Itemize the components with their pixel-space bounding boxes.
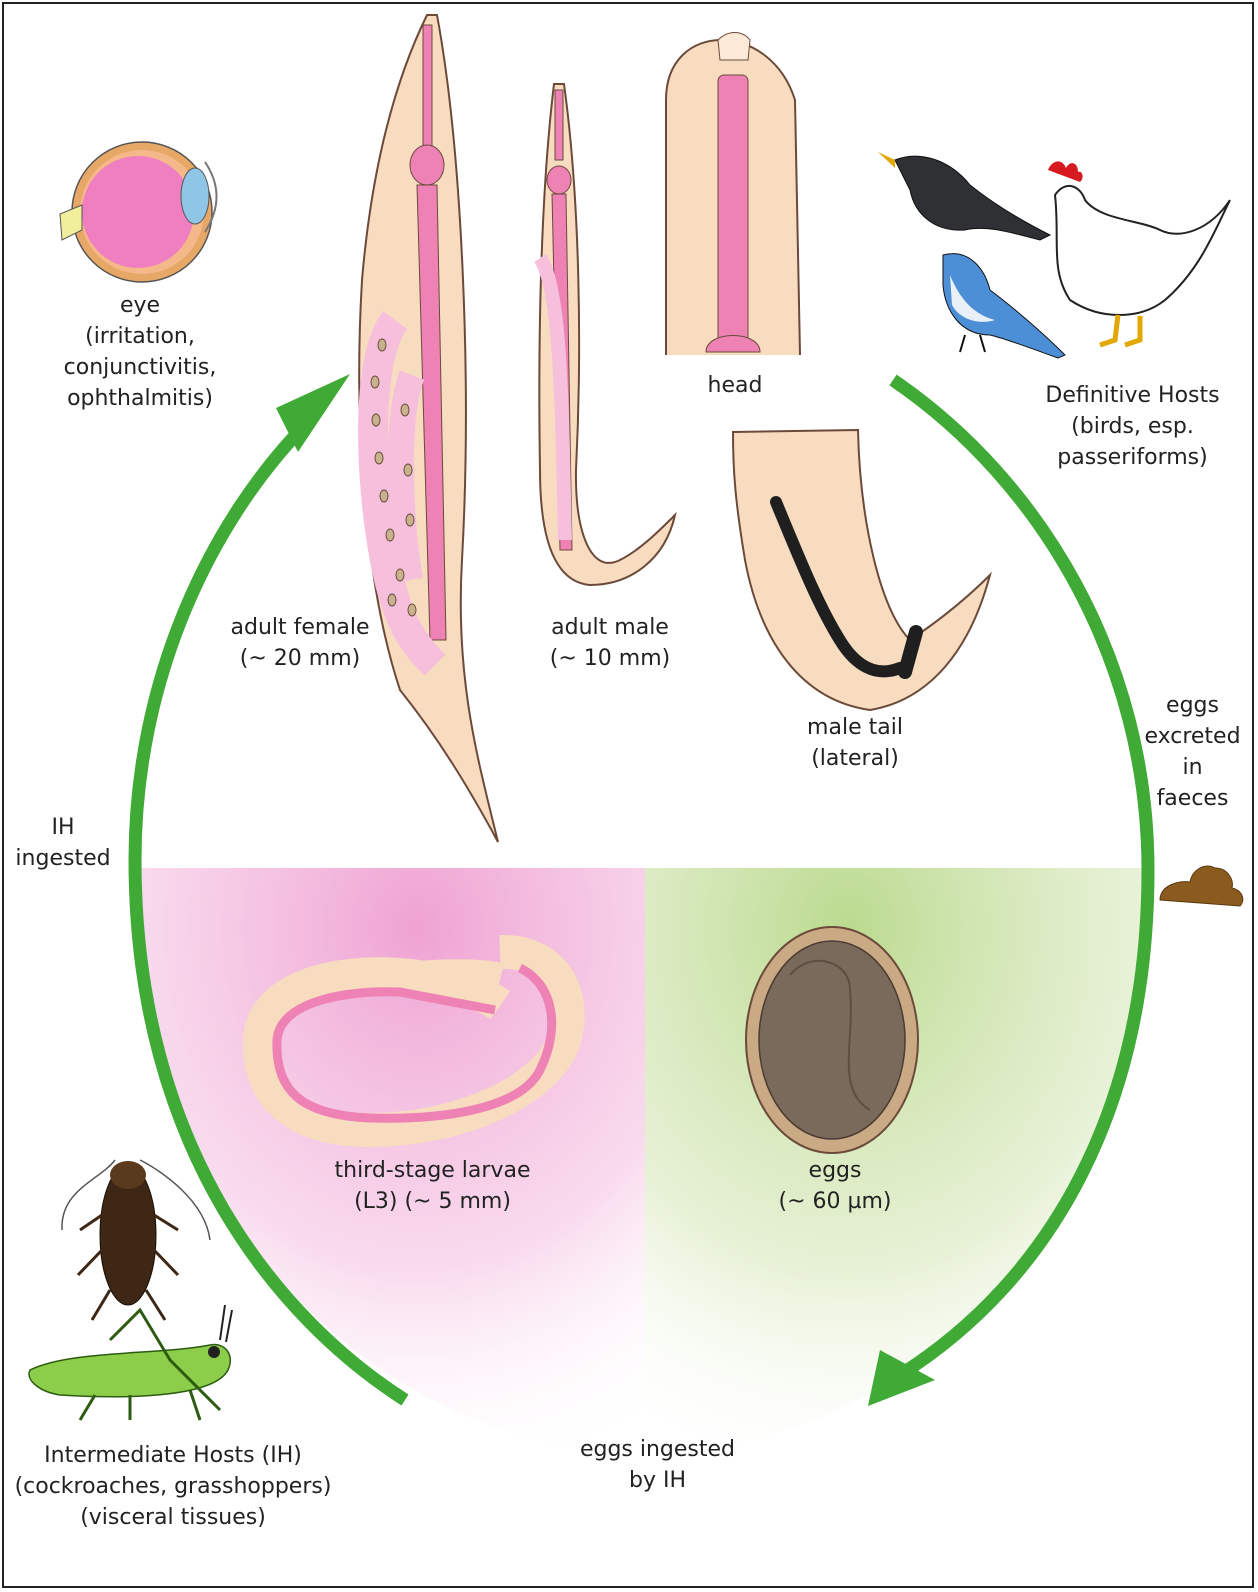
egg-illustration [746,927,918,1153]
ih-ingested-label: IH ingested [8,812,118,874]
blackbird-icon [878,152,1050,240]
eye-label: eye (irritation, conjunctivitis, ophthal… [40,290,240,414]
cockroach-icon [62,1160,210,1320]
male-tail-detail [733,430,990,710]
chicken-icon [1048,161,1230,345]
eggs-ingested-label: eggs ingested by IH [565,1434,750,1496]
blue-jay-icon [943,254,1065,358]
adult-male-label: adult male (~ 10 mm) [535,612,685,674]
adult-female-label: adult female (~ 20 mm) [215,612,385,674]
head-detail [666,33,800,356]
adult-male-worm [539,84,675,585]
larvae-label: third-stage larvae (L3) (~ 5 mm) [320,1155,545,1217]
grasshopper-icon [29,1305,232,1420]
lower-quadrants [140,868,1150,1468]
eggs-label: eggs (~ 60 µm) [770,1155,900,1217]
faeces-icon [1160,866,1243,906]
eggs-excreted-label: eggs excreted in faeces [1135,690,1250,814]
adult-female-worm [359,15,498,842]
intermediate-hosts-label: Intermediate Hosts (IH) (cockroaches, gr… [8,1440,338,1533]
head-label: head [690,370,780,401]
male-tail-label: male tail (lateral) [775,712,935,774]
eye-icon [60,142,217,282]
definitive-hosts-label: Definitive Hosts (birds, esp. passerifor… [1025,380,1240,473]
